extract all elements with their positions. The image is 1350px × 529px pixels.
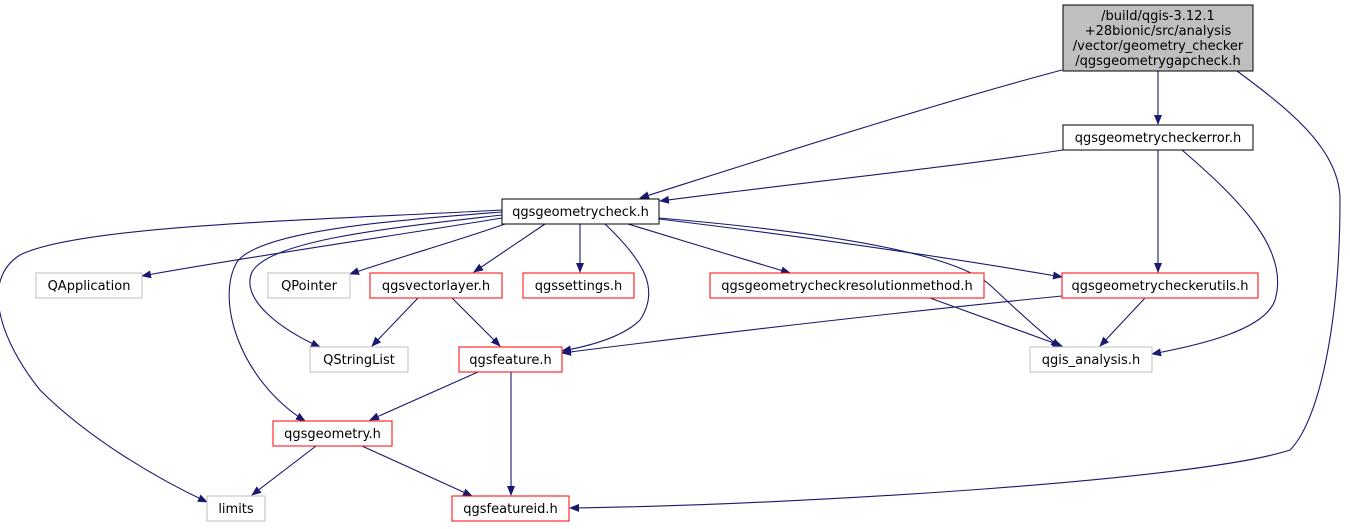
edge-check-to-qpointer xyxy=(349,223,506,275)
edge-line xyxy=(658,218,1063,280)
edge-line xyxy=(659,149,1064,204)
edge-line xyxy=(561,223,650,354)
edge-checkerutils-to-feature xyxy=(561,295,1063,356)
node-qgisanalysis[interactable]: qgis_analysis.h xyxy=(1029,346,1153,373)
edge-line xyxy=(639,69,1063,200)
edge-checkerror-to-qgisanalysis xyxy=(1151,149,1279,357)
node-limits[interactable]: limits xyxy=(206,495,266,522)
node-label: qgsfeature.h xyxy=(469,353,552,368)
edge-vectorlayer-to-feature xyxy=(451,297,501,347)
node-box xyxy=(267,272,351,299)
edge-line xyxy=(1099,297,1146,347)
edge-root-to-check xyxy=(639,69,1063,200)
node-label: /qgsgeometrygapcheck.h xyxy=(1075,54,1241,69)
node-vectorlayer[interactable]: qgsvectorlayer.h xyxy=(369,272,503,299)
node-box xyxy=(1062,124,1254,151)
node-label: +28bionic/src/analysis xyxy=(1085,24,1232,39)
edge-check-to-qapplication xyxy=(141,217,503,279)
edge-line xyxy=(569,70,1341,512)
node-label: qgis_analysis.h xyxy=(1042,353,1140,368)
node-label: /vector/geometry_checker xyxy=(1073,39,1244,54)
edge-line xyxy=(451,297,501,347)
node-qpointer[interactable]: QPointer xyxy=(267,272,351,299)
edge-vectorlayer-to-qstringlist xyxy=(371,297,419,347)
node-box xyxy=(1062,4,1254,72)
node-box xyxy=(709,272,985,299)
edge-check-to-feature xyxy=(561,223,650,354)
node-label: QApplication xyxy=(48,279,131,294)
node-label: qgsgeometrycheckerutils.h xyxy=(1072,279,1249,294)
edge-line xyxy=(228,211,503,422)
edge-geometry-to-featureid xyxy=(361,445,473,497)
edge-line xyxy=(349,223,506,275)
node-label: /build/qgis-3.12.1 xyxy=(1101,9,1215,24)
node-geometry[interactable]: qgsgeometry.h xyxy=(272,420,393,447)
node-label: qgssettings.h xyxy=(535,279,623,294)
edge-resolution-to-qgisanalysis xyxy=(929,297,1063,347)
node-label: qgsvectorlayer.h xyxy=(382,279,490,294)
node-box xyxy=(522,272,635,299)
node-resolution[interactable]: qgsgeometrycheckresolutionmethod.h xyxy=(709,272,985,299)
edge-line xyxy=(251,445,317,496)
node-checkerutils[interactable]: qgsgeometrycheckerutils.h xyxy=(1061,272,1259,299)
node-box xyxy=(272,420,393,447)
node-featureid[interactable]: qgsfeatureid.h xyxy=(451,495,570,522)
node-label: QPointer xyxy=(281,279,338,294)
node-box xyxy=(206,495,266,522)
node-box xyxy=(1061,272,1259,299)
node-box xyxy=(309,346,409,373)
nodes-layer: /build/qgis-3.12.1+28bionic/src/analysis… xyxy=(35,4,1259,522)
node-label: qgsgeometrycheck.h xyxy=(512,205,649,220)
node-box xyxy=(369,272,503,299)
node-check[interactable]: qgsgeometrycheck.h xyxy=(501,198,660,225)
edge-line xyxy=(929,297,1063,347)
node-box xyxy=(35,272,143,299)
node-box xyxy=(451,495,570,522)
edge-line xyxy=(1151,149,1279,357)
edge-line xyxy=(473,223,546,273)
edge-line xyxy=(0,209,503,503)
edge-geometry-to-limits xyxy=(251,445,317,496)
edge-check-to-geometry xyxy=(228,211,503,422)
edge-checkerror-to-check xyxy=(659,149,1064,204)
edge-line xyxy=(627,223,791,275)
edge-check-to-qgisanalysis xyxy=(658,217,1061,348)
edge-check-to-checkerutils xyxy=(658,218,1063,280)
node-label: qgsgeometry.h xyxy=(284,427,381,442)
node-label: qgsgeometrycheckerror.h xyxy=(1075,131,1242,146)
node-checkerror[interactable]: qgsgeometrycheckerror.h xyxy=(1062,124,1254,151)
edge-check-to-resolution xyxy=(627,223,791,275)
node-label: limits xyxy=(218,502,254,517)
edge-line xyxy=(361,445,473,497)
node-qstringlist[interactable]: QStringList xyxy=(309,346,409,373)
node-qapplication[interactable]: QApplication xyxy=(35,272,143,299)
edge-line xyxy=(249,214,503,348)
edge-check-to-limits xyxy=(0,209,503,503)
edge-check-to-vectorlayer xyxy=(473,223,546,273)
edge-feature-to-geometry xyxy=(369,371,479,421)
edge-root-to-featureid xyxy=(569,70,1341,512)
edges-layer xyxy=(0,69,1341,512)
edge-check-to-qstringlist xyxy=(249,214,503,348)
node-box xyxy=(501,198,660,225)
edge-line xyxy=(141,217,503,279)
node-label: QStringList xyxy=(323,353,395,368)
node-box xyxy=(458,346,563,373)
node-label: qgsgeometrycheckresolutionmethod.h xyxy=(721,279,972,294)
node-root[interactable]: /build/qgis-3.12.1+28bionic/src/analysis… xyxy=(1062,4,1254,72)
edge-line xyxy=(369,371,479,421)
edge-checkerutils-to-qgisanalysis xyxy=(1099,297,1146,347)
edge-line xyxy=(371,297,419,347)
node-feature[interactable]: qgsfeature.h xyxy=(458,346,563,373)
node-box xyxy=(1029,346,1153,373)
edge-line xyxy=(658,217,1061,348)
node-label: qgsfeatureid.h xyxy=(463,502,557,517)
node-settings[interactable]: qgssettings.h xyxy=(522,272,635,299)
edge-line xyxy=(561,295,1063,356)
